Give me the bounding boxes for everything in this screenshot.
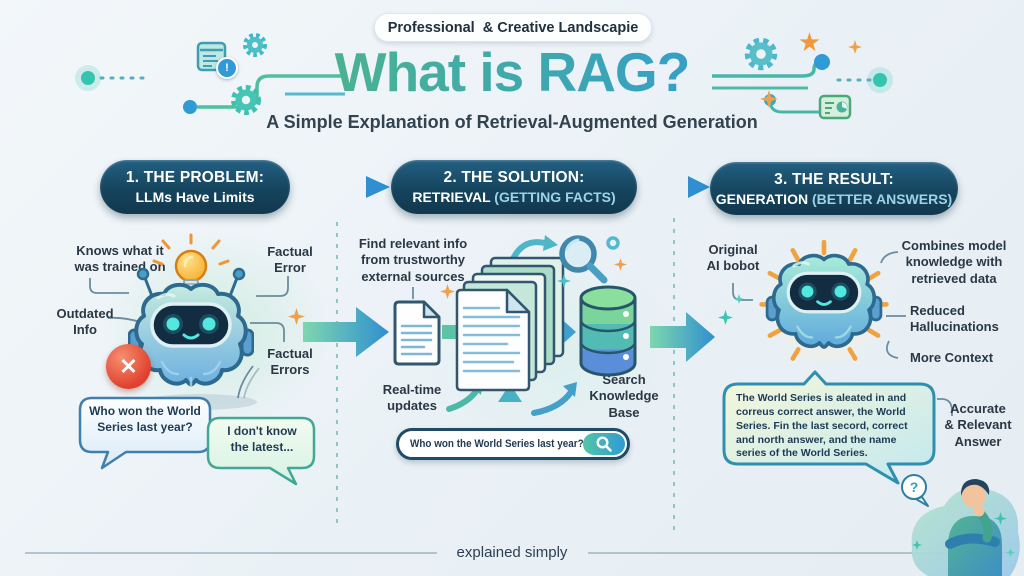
sparkle-icon [912,540,922,550]
rag-robot-icon [759,240,889,367]
database-icon [579,285,637,377]
step-pill-result: 3. THE RESULT: GENERATION (BETTER ANSWER… [710,162,958,215]
gear-icon [231,85,261,115]
page-subtitle: A Simple Explanation of Retrieval-Augmen… [266,112,758,132]
footer-tagline: explained simply [456,544,568,561]
callout-connectors [89,251,953,416]
banner-pill: Professional & Creative Landscapie [374,13,652,42]
error-x-icon: ✕ [106,344,151,389]
label-more-context: More Context [910,350,994,365]
documents-stack-icon [455,256,565,392]
answer-text: The World Series is aleated in and corre… [736,392,908,460]
x-glyph: ✕ [119,353,138,379]
step-note: (GETTING FACTS) [490,189,616,205]
step-pill-solution: 2. THE SOLUTION: RETRIEVAL (GETTING FACT… [391,160,637,214]
page-title: What is RAG? [0,40,1024,104]
step-title: 2. THE SOLUTION: [443,169,585,186]
label-outdated-info: Outdated Info [56,306,114,338]
card-icon [818,94,852,120]
robot-face [786,271,862,314]
answer-bubble-icon [722,370,936,485]
search-icon [596,436,612,452]
step-main: RETRIEVAL [412,189,491,205]
step-note: (BETTER ANSWERS) [808,190,953,207]
search-button [583,433,625,455]
lightbulb-icon [152,233,230,291]
step-main: LLMs Have Limits [135,189,255,205]
dontknow-bubble-icon [206,416,316,486]
sparkle-icon [1006,548,1015,557]
step-title: 1. THE PROBLEM: [125,169,265,186]
question-mark-bubble-icon: ? [901,474,927,500]
circuit-decoration-right-icon [712,37,893,120]
gear-icon [243,33,267,57]
label-realtime-updates: Real-time updates [382,382,442,414]
bubble-dontknow-text: I don't know the latest... [227,424,297,454]
document-icon [393,300,441,366]
antenna-icon [136,267,246,297]
label-factual-error: Factual Error [267,244,313,276]
curve-arrow-icon [531,389,574,416]
label-find-info: Find relevant info from trustworthy exte… [358,236,468,284]
bubble-question-text: Who won the World Series last year? [89,404,201,434]
question-glyph: ? [909,479,919,495]
label-accurate-answer: Accurate & Relevant Answer [944,401,1012,449]
robot-face [150,302,232,348]
circuit-decoration-left-icon [75,33,345,115]
question-bubble-icon [78,396,212,470]
flow-arrow-icon [303,307,389,357]
search-query-text: Who won the World Series last year? [410,438,584,450]
llm-robot-icon [128,233,254,387]
label-original-bot: Original AI bobot [706,242,760,274]
gear-icon [744,37,778,71]
step-title: 3. THE RESULT: [774,170,894,188]
step-main: GENERATION [715,190,809,207]
banner-label: Professional & Creative Landscapie [387,19,639,36]
sparkle-icon [734,294,744,304]
label-reduced-hallucinations: Reduced Hallucinations [910,303,999,335]
label-knows-trained: Knows what it was trained on [74,243,166,275]
flow-arrow-icon [650,312,715,362]
exclamation-glyph: ! [225,62,229,74]
curve-arrow-icon [446,387,480,412]
search-bar: Who won the World Series last year? [396,428,630,460]
label-factual-errors: Factual Errors [267,346,313,378]
thinking-person-icon [911,479,1020,576]
label-combines: Combines model knowledge with retrieved … [901,238,1007,286]
alert-badge-icon: ! [216,57,238,79]
magnifier-icon [559,235,620,284]
step-pill-problem: 1. THE PROBLEM: LLMs Have Limits [100,160,290,214]
